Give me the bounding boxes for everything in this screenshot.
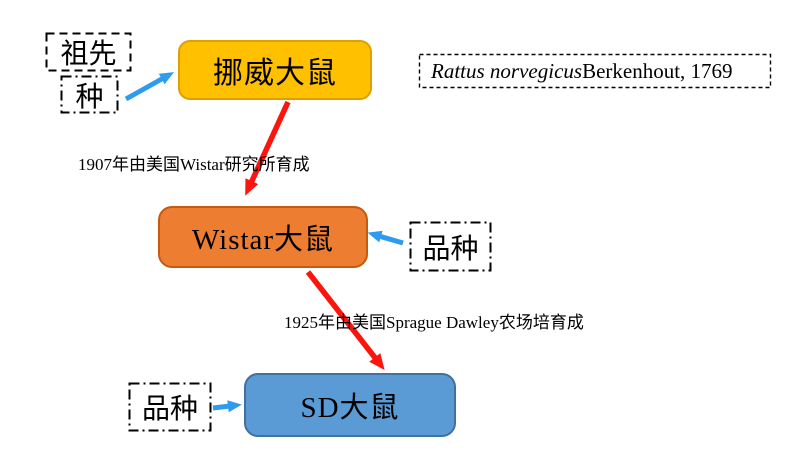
ancestor-label: 祖先 (46, 33, 131, 71)
node-sd-rat-label: SD大鼠 (300, 392, 400, 424)
taxon-name-italic: Rattus norvegicus (431, 58, 583, 83)
breed-sd-label-text: 品种 (141, 394, 198, 425)
breed-sd-label: 品种 (129, 383, 211, 431)
species-label: 种 (61, 76, 118, 113)
taxon-name-box: Rattus norvegicus Berkenhout, 1769 (419, 54, 771, 88)
node-wistar-rat: Wistar大鼠 (158, 206, 368, 268)
node-sd-rat: SD大鼠 (244, 373, 456, 437)
arrow-breed-to-wistar (367, 230, 404, 246)
breed-wistar-label-text: 品种 (422, 233, 479, 265)
ancestor-label-text: 祖先 (60, 39, 117, 70)
note-1907-wistar-institute: 1907年由美国Wistar研究所育成 (78, 155, 310, 174)
node-wistar-rat-label: Wistar大鼠 (191, 224, 335, 256)
node-norway-rat-label: 挪威大鼠 (213, 57, 337, 90)
taxon-name-authority: Berkenhout, 1769 (582, 58, 733, 83)
species-label-text: 种 (75, 81, 104, 113)
arrow-breed-to-sd (212, 400, 242, 413)
note-1925-sprague-dawley-farm: 1925年由美国Sprague Dawley农场培育成 (284, 313, 584, 332)
node-norway-rat: 挪威大鼠 (178, 40, 372, 100)
arrow-species-to-norway (124, 72, 174, 102)
breed-wistar-label: 品种 (410, 222, 491, 271)
